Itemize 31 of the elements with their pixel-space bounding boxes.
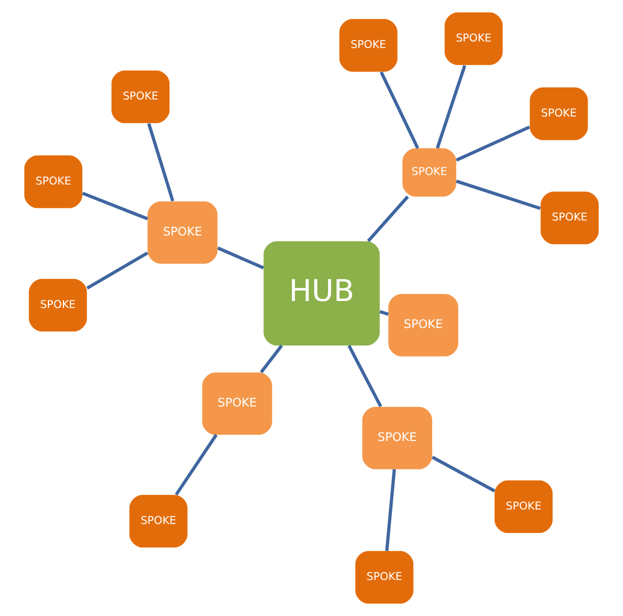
- node-box: SPOKE: [494, 480, 553, 534]
- connector: [82, 192, 148, 220]
- node-box: HUB: [264, 241, 380, 346]
- node-box: SPOKE: [355, 550, 414, 604]
- connector: [367, 196, 409, 242]
- node-box: SPOKE: [24, 155, 82, 208]
- connector: [379, 310, 389, 316]
- connector: [260, 344, 283, 374]
- node-box: SPOKE: [28, 278, 87, 332]
- connector: [432, 456, 496, 492]
- connector: [456, 180, 541, 210]
- connector: [86, 252, 148, 290]
- connector: [436, 64, 466, 149]
- node-box: SPOKE: [402, 148, 456, 197]
- node-box: SPOKE: [129, 494, 188, 548]
- connector: [147, 123, 174, 202]
- node-box: SPOKE: [530, 87, 588, 140]
- node-box: SPOKE: [111, 70, 170, 124]
- connector: [174, 434, 218, 496]
- node-box: SPOKE: [148, 201, 218, 264]
- connector: [456, 126, 530, 162]
- connector: [385, 469, 396, 551]
- node-box: SPOKE: [339, 19, 398, 72]
- node-box: SPOKE: [362, 406, 432, 470]
- connector: [380, 71, 420, 149]
- connector: [348, 344, 382, 408]
- node-box: SPOKE: [444, 12, 503, 66]
- connector: [217, 246, 264, 270]
- node-box: SPOKE: [202, 372, 272, 435]
- node-box: SPOKE: [388, 294, 458, 356]
- node-box: SPOKE: [540, 192, 599, 244]
